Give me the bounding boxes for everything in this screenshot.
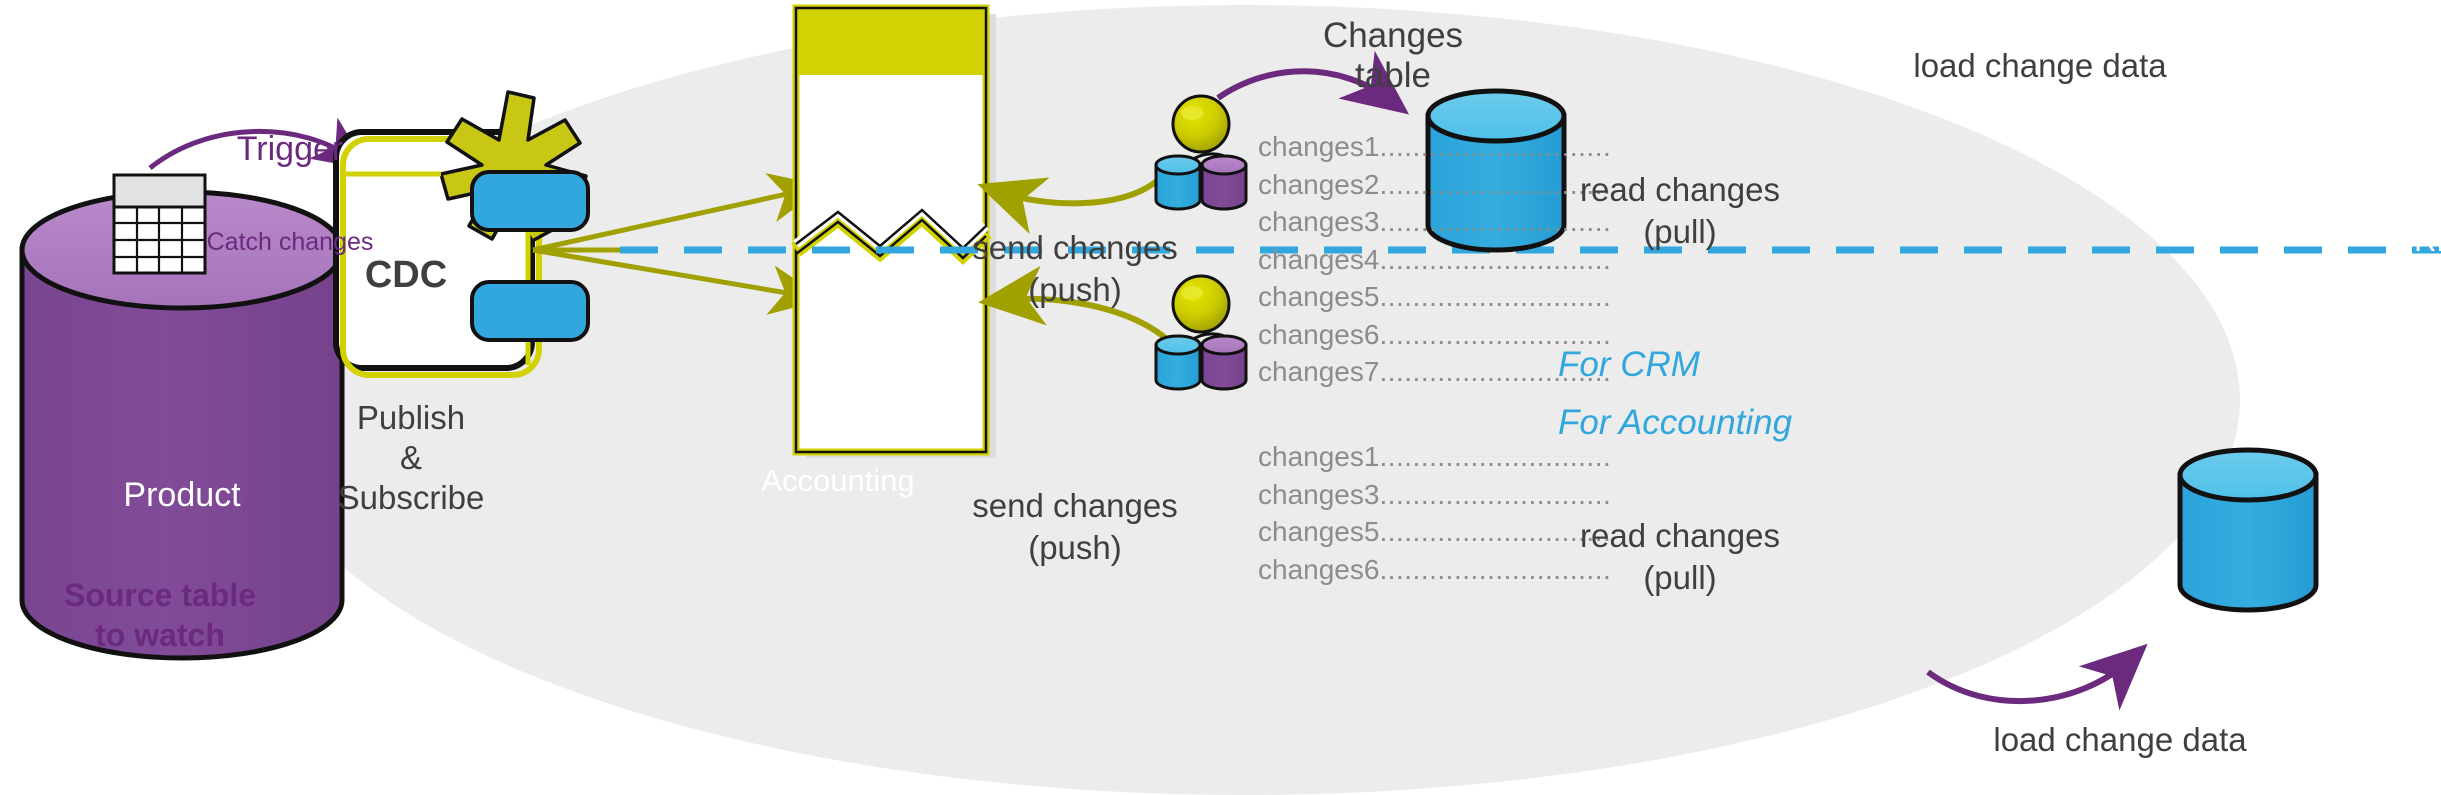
changes-row-label: changes5 [1258, 516, 1380, 548]
changes-row-label: changes1 [1258, 131, 1380, 162]
changes-row: changes1............................ [1258, 128, 1611, 166]
changes-row: changes5............................ [1258, 278, 1611, 316]
changes-row-leader: ............................ [1379, 441, 1612, 472]
changes-row-label: changes6 [1258, 318, 1380, 350]
changes-row: changes5............................ [1258, 513, 1611, 551]
read-changes-accounting-line2: (pull) [1643, 559, 1717, 596]
changes-row: changes6............................ [1258, 551, 1611, 589]
changes-row-leader: ............................ [1379, 553, 1612, 585]
send-changes-accounting-line2: (push) [1028, 529, 1122, 566]
changes-table-upper-rows: changes1............................chan… [1258, 128, 1611, 391]
changes-row: changes7............................ [1258, 353, 1611, 391]
send-changes-accounting-line1: send changes [972, 487, 1178, 524]
changes-table-document [791, 4, 996, 458]
changes-row-label: changes5 [1258, 281, 1380, 313]
target-label-accounting: Accounting [2353, 537, 2441, 572]
send-changes-crm-line2: (push) [1028, 271, 1122, 308]
publisher-box-accounting [470, 280, 590, 342]
changes-row-label: changes4 [1258, 243, 1380, 275]
changes-row: changes3............................ [1258, 476, 1611, 514]
target-label-crm: CRM [2391, 223, 2441, 258]
changes-table-lower-rows: changes1............................chan… [1258, 438, 1611, 589]
changes-row-leader: ............................ [1379, 356, 1612, 388]
changes-row-label: changes1 [1258, 441, 1380, 472]
read-changes-crm-line2: (pull) [1643, 213, 1717, 250]
publisher-box-crm [470, 170, 590, 232]
changes-row-label: changes6 [1258, 553, 1380, 585]
changes-row-label: changes7 [1258, 356, 1380, 388]
pull-arrow-accounting [978, 265, 1170, 343]
load-arrow-accounting [1926, 643, 2148, 711]
changes-row: changes6............................ [1258, 316, 1611, 354]
partition-label-accounting: For Accounting [1558, 403, 1793, 442]
changes-row-leader: ............................ [1379, 318, 1612, 350]
changes-row: changes3............................ [1258, 203, 1611, 241]
changes-row: changes1............................ [1258, 438, 1611, 476]
changes-row-leader: ............................ [1379, 516, 1612, 548]
target-database-crm [1425, 88, 1567, 253]
source-caption-line1: Source table [63, 577, 257, 613]
publisher-label-accounting[interactable]: Accounting [761, 463, 915, 498]
trigger-label: Trigger [236, 130, 344, 168]
changes-row: changes2............................ [1258, 166, 1611, 204]
cdc-subtitle-line1: Publish [356, 399, 466, 436]
etl-connector-icon-crm [1154, 94, 1248, 211]
changes-row-leader: ............................ [1379, 478, 1612, 510]
source-caption-line2: to watch [95, 617, 225, 653]
load-change-data-bottom: load change data [1993, 721, 2247, 758]
changes-row-label: changes3 [1258, 206, 1380, 238]
trigger-arrow [148, 117, 369, 170]
changes-row-leader: ............................ [1379, 131, 1612, 162]
pull-arrow-crm [977, 177, 1160, 235]
trigger-sublabel: Catch changes [206, 228, 374, 256]
source-table-grid [112, 173, 207, 275]
background-ellipse [250, 5, 2240, 795]
cdc-title: CDC [364, 254, 448, 296]
source-db-label: Product [123, 476, 241, 514]
partition-label-crm: For CRM [1558, 345, 1700, 384]
changes-row-leader: ............................ [1379, 281, 1612, 313]
read-changes-crm-line1: read changes [1580, 171, 1780, 208]
changes-row-label: changes2 [1258, 168, 1380, 200]
changes-row-leader: ............................ [1379, 243, 1612, 275]
load-change-data-top: load change data [1913, 47, 2167, 84]
changes-row-leader: ............................ [1379, 168, 1612, 200]
send-changes-crm-line1: send changes [972, 229, 1178, 266]
cdc-subtitle-line3: Subscribe [337, 479, 485, 516]
changes-row-label: changes3 [1258, 478, 1380, 510]
cdc-subtitle-line2: & [399, 439, 422, 476]
changes-row: changes4............................ [1258, 241, 1611, 279]
target-database-accounting [2177, 447, 2319, 613]
load-arrow-crm [1216, 50, 1410, 115]
changes-table-header-line2: table [1355, 56, 1431, 95]
push-arrows [532, 173, 825, 315]
changes-row-leader: ............................ [1379, 206, 1612, 238]
read-changes-accounting-line1: read changes [1580, 517, 1780, 554]
etl-connector-icon-accounting [1154, 274, 1248, 391]
publisher-label-crm[interactable]: CRM [802, 287, 874, 322]
changes-table-header-line1: Changes [1322, 16, 1464, 55]
